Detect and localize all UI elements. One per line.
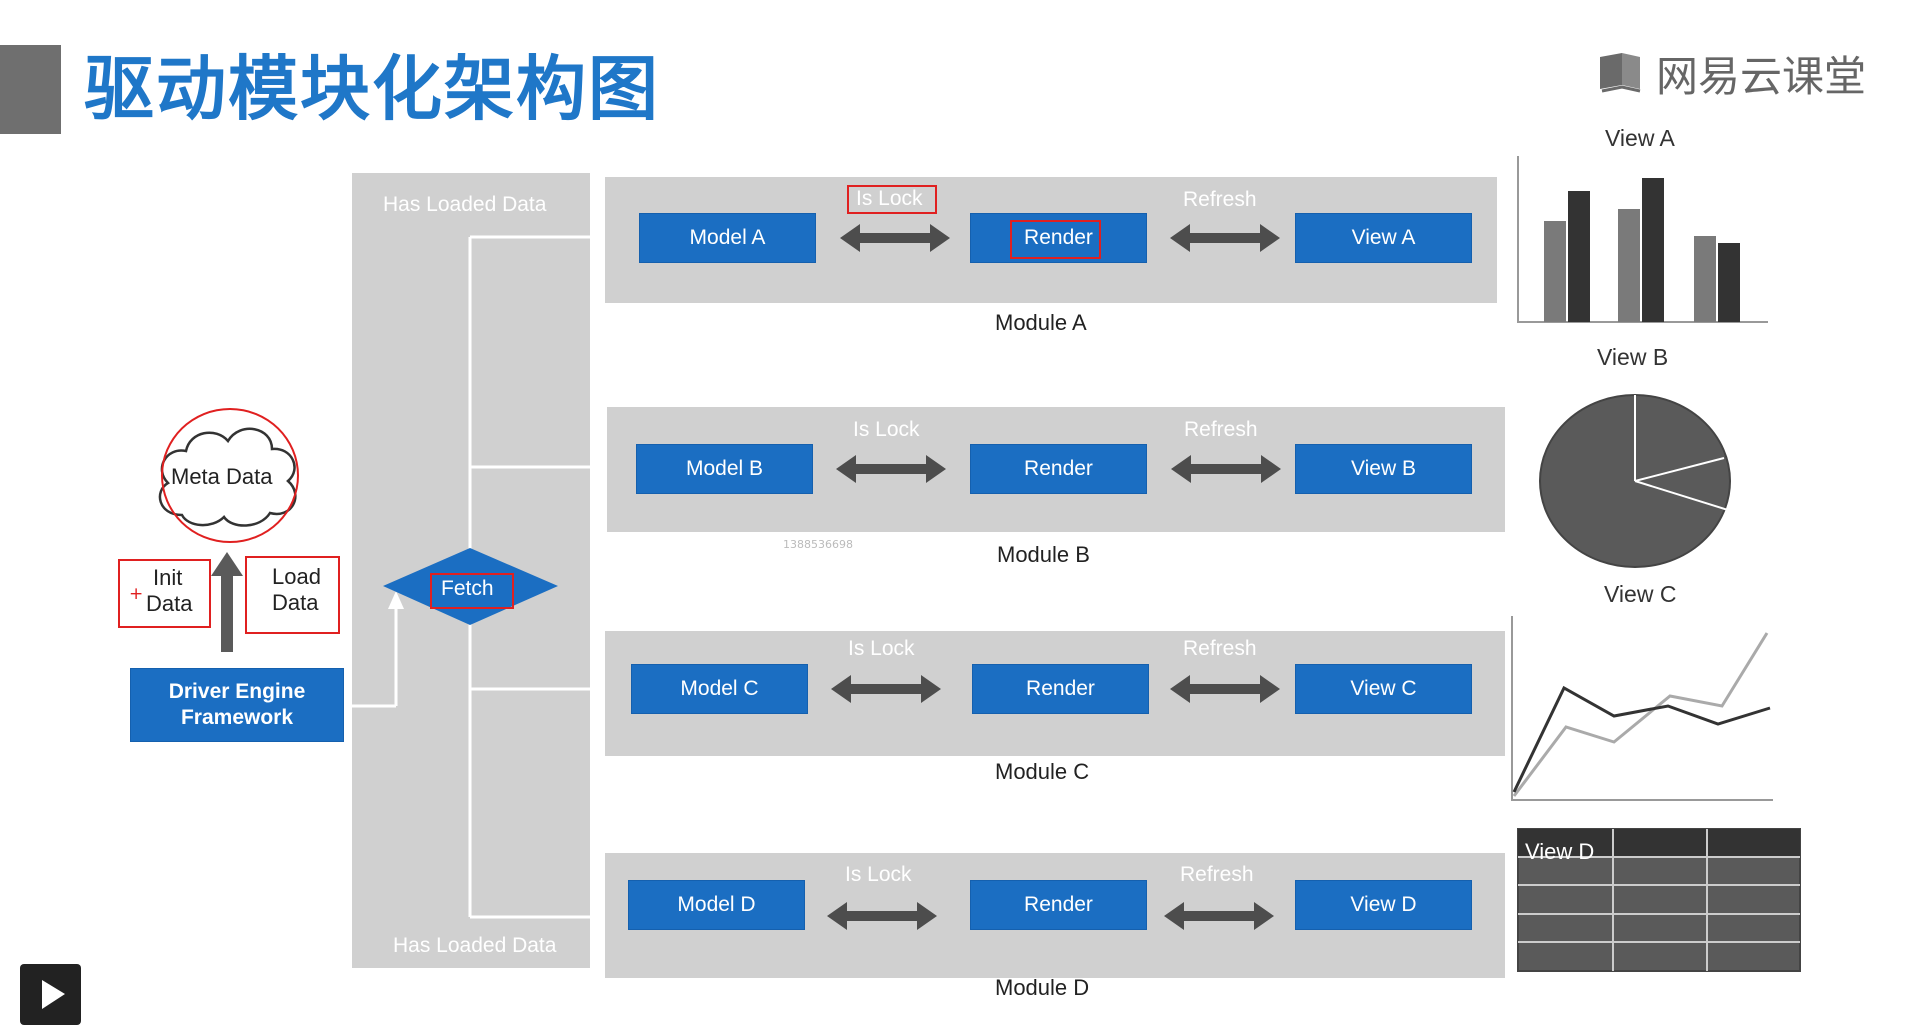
module-b-label: Module B — [997, 542, 1090, 567]
fetch-diamond — [383, 548, 558, 625]
bar-3 — [1618, 209, 1640, 322]
book-icon — [1600, 53, 1641, 93]
view-c-title: View C — [1604, 581, 1677, 607]
brand-name: 网易云课堂 — [1656, 51, 1867, 101]
is-lock-a: Is Lock — [856, 187, 923, 210]
module-a-label: Module A — [995, 310, 1087, 335]
load-data-box — [245, 556, 340, 634]
view-a-bar-chart — [1517, 156, 1768, 323]
brand-logo: 网易云课堂 — [1596, 48, 1866, 101]
refresh-c: Refresh — [1183, 637, 1257, 660]
view-d-box: View D — [1296, 881, 1471, 929]
init-data-line2: Data — [146, 591, 193, 616]
view-b-box: View B — [1296, 445, 1471, 493]
driver-engine-framework: Driver Engine Framework — [131, 669, 343, 741]
load-data-line2: Data — [272, 590, 319, 615]
play-icon — [42, 980, 65, 1009]
meta-data-highlight — [161, 408, 299, 543]
driver-line2: Framework — [180, 706, 294, 729]
module-c-label: Module C — [995, 759, 1090, 784]
fetch-highlight — [430, 573, 514, 609]
model-d-box: Model D — [629, 881, 804, 929]
model-b-box: Model B — [637, 445, 812, 493]
view-a-title: View A — [1605, 125, 1675, 151]
view-b-title: View B — [1597, 344, 1669, 370]
render-a-highlight — [1010, 220, 1101, 259]
watermark: 1388536698 — [783, 538, 853, 551]
load-data-line1: Load — [272, 564, 321, 589]
init-data-plus: + — [129, 584, 144, 604]
is-lock-d: Is Lock — [845, 863, 912, 886]
has-loaded-data-top: Has Loaded Data — [383, 193, 547, 216]
init-data-box — [118, 559, 211, 628]
page-title: 驱动模块化架构图 — [84, 48, 660, 130]
view-c-line-chart — [1511, 616, 1773, 801]
bar-6 — [1718, 243, 1740, 322]
view-d-title: View D — [1525, 839, 1595, 864]
is-lock-a-highlight — [847, 185, 937, 214]
module-d-label: Module D — [995, 975, 1090, 1000]
model-a-box: Model A — [640, 214, 815, 262]
play-button[interactable] — [20, 964, 81, 1025]
refresh-a: Refresh — [1183, 188, 1257, 211]
driver-line1: Driver Engine — [168, 680, 306, 703]
view-d-table — [1517, 828, 1801, 972]
is-lock-b: Is Lock — [853, 418, 920, 441]
load-arrow — [211, 552, 243, 652]
bar-4 — [1642, 178, 1664, 322]
render-a-box: Render — [971, 214, 1146, 262]
view-c-box: View C — [1296, 665, 1471, 713]
view-a-box: View A — [1296, 214, 1471, 262]
bar-5 — [1694, 236, 1716, 322]
refresh-b: Refresh — [1184, 418, 1258, 441]
is-lock-c: Is Lock — [848, 637, 915, 660]
bar-2 — [1568, 191, 1590, 322]
has-loaded-data-bottom: Has Loaded Data — [393, 934, 557, 957]
view-b-pie-chart — [1539, 394, 1731, 568]
render-c-box: Render — [973, 665, 1148, 713]
render-d-box: Render — [971, 881, 1146, 929]
bar-1 — [1544, 221, 1566, 322]
render-b-box: Render — [971, 445, 1146, 493]
fetch-label: Fetch — [441, 577, 494, 600]
model-c-box: Model C — [632, 665, 807, 713]
refresh-d: Refresh — [1180, 863, 1254, 886]
init-data-line1: Init — [153, 565, 183, 590]
title-accent-bar — [0, 45, 61, 134]
